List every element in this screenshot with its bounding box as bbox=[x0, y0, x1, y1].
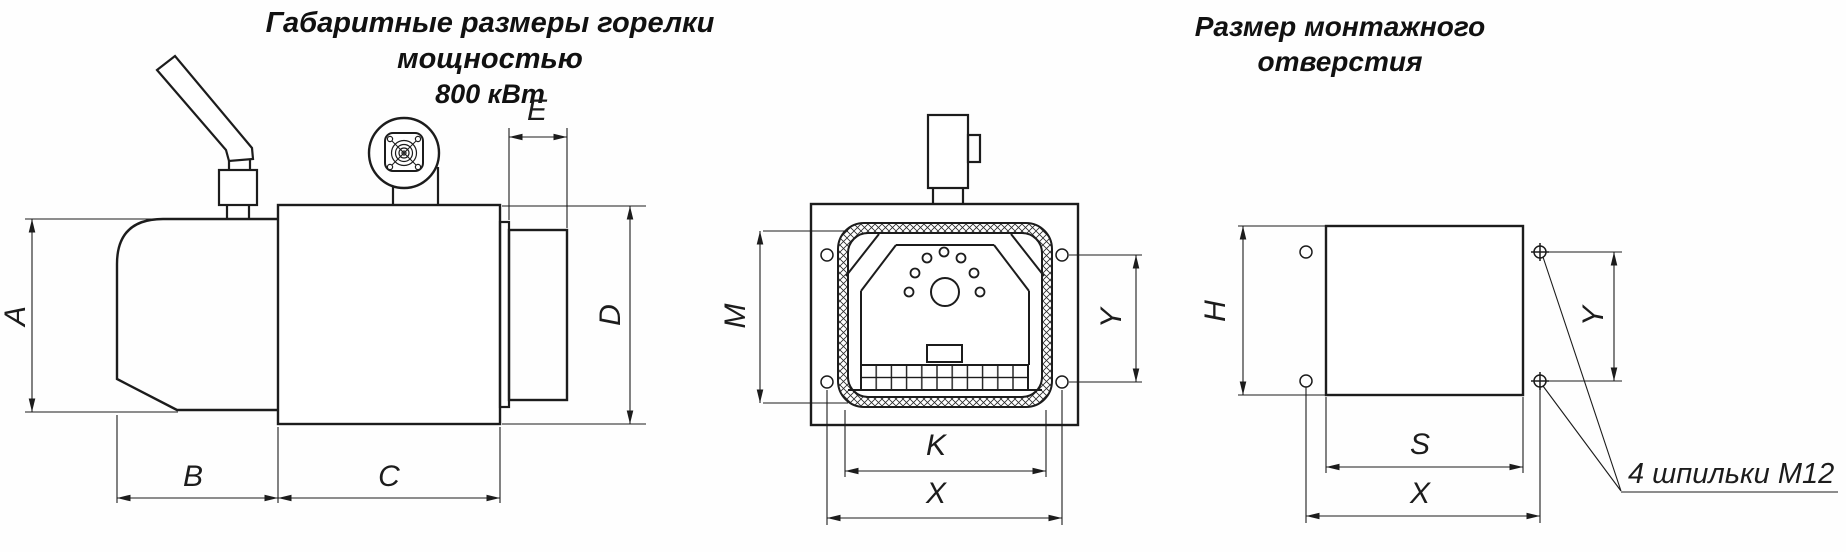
dim-label-b: B bbox=[182, 460, 204, 493]
fan-motor bbox=[367, 116, 441, 205]
combustion-chamber bbox=[848, 244, 1042, 391]
title-left: Габаритные размеры горелки мощностью 800… bbox=[180, 5, 800, 111]
dim-label-k: K bbox=[925, 429, 947, 462]
fan-casing bbox=[115, 217, 278, 412]
dim-label-s: S bbox=[1409, 428, 1431, 461]
front-view-drawing bbox=[756, 113, 1142, 525]
title-right: Размер монтажного отверстия bbox=[1130, 9, 1550, 79]
mounting-view-drawing bbox=[1238, 224, 1838, 523]
studs-note: 4 шпильки М12 bbox=[1628, 458, 1835, 490]
corner-braces bbox=[845, 233, 1045, 277]
mounting-opening bbox=[1324, 224, 1525, 397]
front-view-dimensions bbox=[756, 230, 1142, 525]
side-view-dimensions bbox=[25, 128, 646, 503]
stud-note-leader bbox=[1542, 256, 1838, 493]
gas-inlet-pipe bbox=[155, 54, 259, 219]
title-left-line2: 800 кВт bbox=[435, 78, 545, 109]
dim-label-d: D bbox=[594, 304, 627, 326]
dim-label-e: E bbox=[526, 94, 548, 127]
dim-label-x-mount: X bbox=[1409, 477, 1431, 510]
dim-label-y-front: Y bbox=[1095, 307, 1128, 329]
dim-label-h: H bbox=[1199, 300, 1232, 322]
dim-label-y-mount: Y bbox=[1577, 305, 1610, 327]
stud-holes-left bbox=[1299, 245, 1313, 388]
dim-label-a: A bbox=[0, 305, 32, 327]
title-left-line1: Габаритные размеры горелки мощностью bbox=[265, 7, 715, 76]
title-right-line: Размер монтажного отверстия bbox=[1194, 11, 1486, 77]
mounting-flange bbox=[498, 220, 511, 409]
flame-tube bbox=[507, 228, 569, 402]
liner bbox=[847, 232, 1043, 398]
side-view-drawing bbox=[25, 54, 646, 503]
dim-label-x-front: X bbox=[925, 477, 947, 510]
studs-right bbox=[1531, 243, 1549, 390]
plate-stud-holes bbox=[820, 248, 1069, 389]
mounting-view-dimensions bbox=[1238, 225, 1622, 523]
dim-label-c: C bbox=[378, 460, 400, 493]
burner-body bbox=[276, 203, 502, 426]
dim-label-m: M bbox=[719, 303, 752, 329]
top-device bbox=[926, 113, 982, 204]
